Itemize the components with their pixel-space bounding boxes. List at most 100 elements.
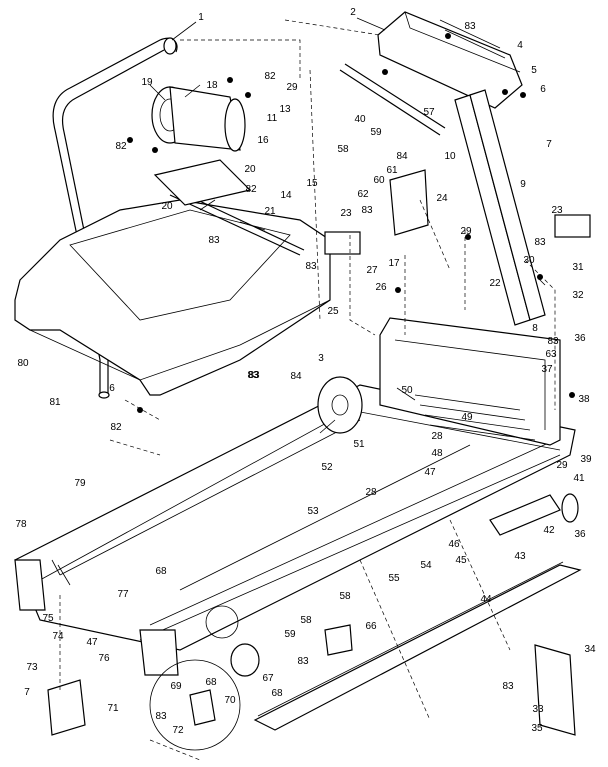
- side-rail-edge: [257, 561, 564, 717]
- part-label: 58: [300, 615, 312, 626]
- part-label: 84: [290, 371, 302, 382]
- leader-lines: [51, 17, 546, 586]
- part-label: 71: [107, 703, 119, 714]
- part-label: 7: [546, 139, 552, 150]
- part-label: 18: [206, 80, 218, 91]
- part-label: 36: [574, 529, 586, 540]
- part-label: 83: [297, 656, 309, 667]
- part-label: 13: [279, 104, 291, 115]
- sensor-bracket-part: [324, 624, 353, 656]
- part-label: 83: [155, 711, 167, 722]
- part-label: 83: [502, 681, 514, 692]
- part-label: 21: [264, 206, 276, 217]
- part-label: 36: [574, 333, 586, 344]
- part-label: 5: [531, 65, 537, 76]
- transformer-part-right: [554, 214, 591, 238]
- part-label: 41: [573, 473, 585, 484]
- part-label: 49: [461, 412, 473, 423]
- part-label: 17: [388, 258, 400, 269]
- part-label: 75: [42, 613, 54, 624]
- part-label: 83: [361, 205, 373, 216]
- motor-part: [151, 86, 246, 152]
- upright-part: [454, 89, 546, 326]
- part-label: 28: [431, 431, 443, 442]
- handlebar-part: [52, 37, 178, 399]
- part-label: 2: [350, 7, 356, 18]
- part-label: 25: [327, 306, 339, 317]
- part-label: 26: [375, 282, 387, 293]
- part-label: 8: [532, 323, 538, 334]
- part-label: 33: [532, 704, 544, 715]
- part-label: 16: [257, 135, 269, 146]
- part-label: 68: [271, 688, 283, 699]
- part-label: 83: [305, 261, 317, 272]
- motor-hood-part: [14, 199, 331, 396]
- part-label: 46: [448, 539, 460, 550]
- flywheel-part: [317, 376, 363, 434]
- part-label: 68: [155, 566, 167, 577]
- part-label: 69: [170, 681, 182, 692]
- part-label: 44: [480, 594, 492, 605]
- part-label: 78: [15, 519, 27, 530]
- detail-bracket-part: [189, 689, 216, 726]
- part-label: 3: [318, 353, 324, 364]
- part-label: 62: [357, 189, 369, 200]
- part-label: 59: [284, 629, 296, 640]
- end-cap-left-part: [47, 679, 86, 736]
- leveler-bracket-part: [489, 494, 561, 536]
- part-label: 83: [547, 336, 559, 347]
- fasteners: [127, 33, 575, 413]
- part-label: 11: [266, 113, 278, 124]
- part-label: 43: [514, 551, 526, 562]
- part-label: 10: [444, 151, 456, 162]
- console-part: [377, 11, 523, 109]
- part-label: 54: [420, 560, 432, 571]
- part-label: 47: [424, 467, 436, 478]
- controller-board-part: [389, 169, 429, 236]
- detail-circle: [149, 659, 241, 751]
- part-label: 40: [354, 114, 366, 125]
- part-label: 83: [464, 21, 476, 32]
- part-label: 74: [52, 631, 64, 642]
- side-rail-part: [253, 564, 582, 731]
- part-label: 24: [436, 193, 448, 204]
- part-label: 30: [523, 255, 535, 266]
- motor-bracket-part: [153, 159, 252, 206]
- part-label: 73: [26, 662, 38, 673]
- part-label: 7: [24, 687, 30, 698]
- shaft-part: [339, 63, 446, 136]
- part-label: 52: [321, 462, 333, 473]
- part-label: 67: [262, 673, 274, 684]
- part-label: 20: [244, 164, 256, 175]
- part-label: 29: [556, 460, 568, 471]
- part-label: 66: [365, 621, 377, 632]
- part-label: 22: [489, 278, 501, 289]
- part-label: 50: [401, 385, 413, 396]
- part-label: 39: [580, 454, 592, 465]
- part-label: 15: [306, 178, 318, 189]
- part-label: 19: [141, 77, 153, 88]
- part-label: 29: [460, 226, 472, 237]
- part-label: 27: [366, 265, 378, 276]
- part-label: 57: [423, 107, 435, 118]
- part-label: 6: [540, 84, 546, 95]
- assembly-lines: [59, 19, 556, 761]
- part-label: 32: [572, 290, 584, 301]
- part-label: 84: [396, 151, 408, 162]
- part-label: 83: [208, 235, 220, 246]
- part-label: 48: [431, 448, 443, 459]
- part-label: 68: [205, 677, 217, 688]
- part-label: 51: [353, 439, 365, 450]
- part-label: 14: [280, 190, 292, 201]
- part-label: 55: [388, 573, 400, 584]
- part-label: 1: [198, 12, 204, 23]
- part-label: 83: [534, 237, 546, 248]
- part-label: 9: [520, 179, 526, 190]
- part-label: 6: [109, 383, 115, 394]
- part-label: 29: [286, 82, 298, 93]
- wheel-part: [561, 493, 579, 523]
- part-label: 80: [17, 358, 29, 369]
- transformer-part: [324, 231, 361, 255]
